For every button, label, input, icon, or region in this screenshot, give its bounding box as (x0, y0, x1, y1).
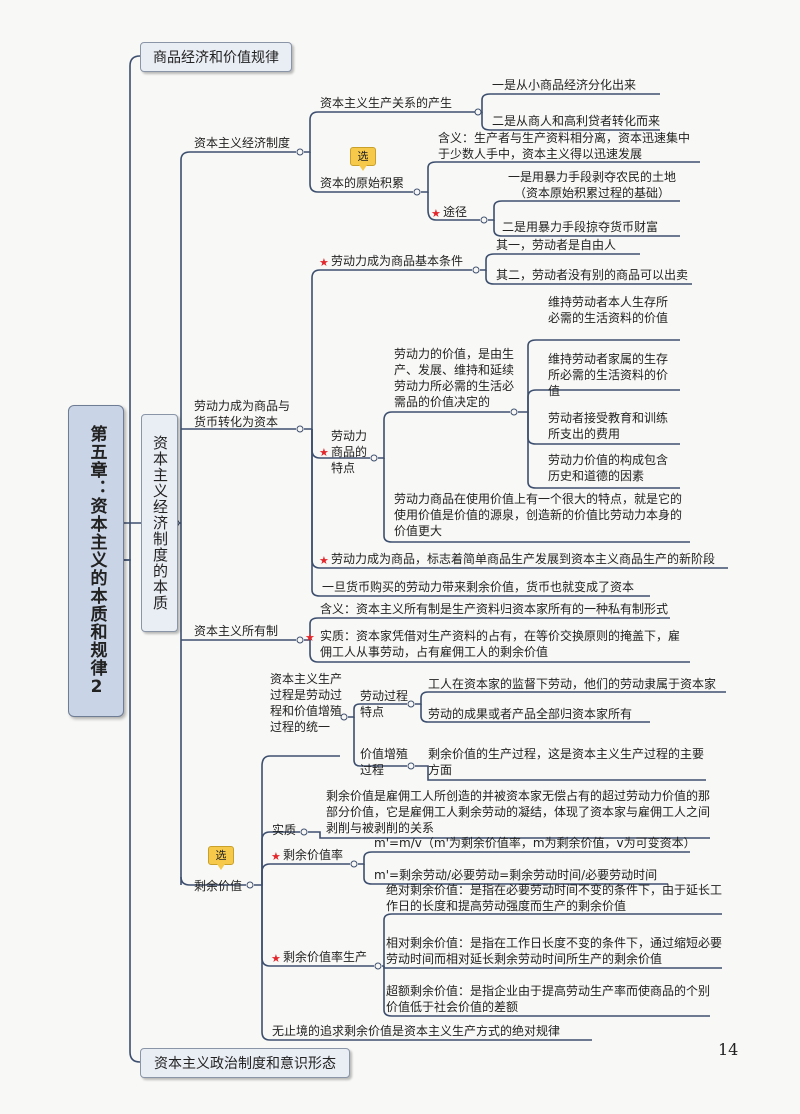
node-ways[interactable]: 途径 (443, 205, 468, 219)
star-icon: ★ (319, 446, 329, 459)
node-condition-2[interactable]: 其二，劳动者没有别的商品可以出卖 (496, 268, 689, 282)
node-ownership-essence[interactable]: 实质：资本家凭借对生产资料的占有，在等价交换原则的掩盖下，雇佣工人从事劳动，占有… (320, 629, 681, 659)
node-labor-power[interactable]: 劳动力成为商品与货币转化为资本 (194, 399, 291, 429)
topic-political-system[interactable]: 资本主义政治制度和意识形态 (140, 1048, 350, 1078)
node-way-2[interactable]: 二是用暴力手段掠夺货币财富 (502, 220, 659, 234)
page-number: 14 (718, 1040, 739, 1059)
topic-commodity-economy[interactable]: 商品经济和价值规律 (140, 42, 292, 72)
star-icon: ★ (319, 554, 329, 567)
node-condition-1[interactable]: 其一，劳动者是自由人 (496, 238, 617, 252)
node-valorization[interactable]: 价值增殖过程 (360, 747, 409, 777)
node-value-1[interactable]: 维持劳动者本人生存所必需的生活资料的价值 (548, 295, 669, 325)
node-relations[interactable]: 资本主义生产关系的产生 (320, 96, 453, 110)
node-valorization-text[interactable]: 剩余价值的生产过程，这是资本主义生产过程的主要方面 (428, 747, 705, 777)
root-topic[interactable]: 第五章：资本主义的本质和规律2 (68, 405, 124, 717)
node-value[interactable]: 劳动力的价值，是由生产、发展、维持和延续劳动力所必需的生活必需品的价值决定的 (394, 347, 515, 409)
node-absolute-surplus[interactable]: 绝对剩余价值：是指在必要劳动时间不变的条件下，由于延长工作日的长度和提高劳动强度… (386, 883, 723, 913)
node-excess-surplus[interactable]: 超额剩余价值：是指企业由于提高劳动生产率而使商品的个别价值低于社会价值的差额 (386, 984, 711, 1014)
node-rate-2[interactable]: m'=剩余劳动/必要劳动=剩余劳动时间/必要劳动时间 (374, 868, 658, 882)
star-icon: ★ (431, 207, 441, 220)
star-icon: ★ (319, 256, 329, 269)
node-value-4[interactable]: 劳动力价值的构成包含历史和道德的因素 (548, 453, 669, 483)
node-rate[interactable]: 剩余价值率 (283, 848, 344, 862)
star-icon: ★ (271, 850, 281, 863)
node-relations-2[interactable]: 二是从商人和高利贷者转化而来 (492, 114, 661, 128)
node-value-2[interactable]: 维持劳动者家属的生存所必需的生活资料的价值 (548, 352, 669, 398)
node-absolute-law[interactable]: 无止境的追求剩余价值是资本主义生产方式的绝对规律 (272, 1024, 561, 1038)
star-icon: ★ (305, 631, 315, 644)
node-surplus-value[interactable]: 剩余价值 (194, 879, 243, 893)
node-rate-1[interactable]: m'=m/v（m'为剩余价值率，m为剩余价值，v为可变资本） (374, 836, 696, 850)
select-tag: 选 (208, 846, 234, 870)
node-essence-text[interactable]: 剩余价值是雇佣工人所创造的并被资本家无偿占有的超过劳动力价值的那部分价值，它是雇… (326, 789, 711, 835)
node-ownership-meaning[interactable]: 含义：资本主义所有制是生产资料归资本家所有的一种私有制形式 (320, 602, 669, 616)
node-process[interactable]: 资本主义生产过程是劳动过程和价值增殖过程的统一 (270, 672, 343, 734)
node-value-3[interactable]: 劳动者接受教育和训练所支出的费用 (548, 411, 669, 441)
node-relative-surplus[interactable]: 相对剩余价值：是指在工作日长度不变的条件下，通过缩短必要劳动时间而相对延长剩余劳… (386, 936, 723, 966)
node-conditions[interactable]: 劳动力成为商品基本条件 (331, 254, 464, 268)
node-essence[interactable]: 实质 (272, 823, 297, 837)
node-use-value[interactable]: 劳动力商品在使用价值上有一个很大的特点，就是它的使用价值是价值的源泉，创造新的价… (394, 492, 683, 538)
node-labor-process-2[interactable]: 劳动的成果或者产品全部归资本家所有 (428, 707, 633, 721)
node-features[interactable]: 劳动力商品的特点 (331, 429, 368, 475)
node-accumulation-meaning[interactable]: 含义：生产者与生产资料相分离，资本迅速集中于少数人手中，资本主义得以迅速发展 (438, 131, 691, 161)
node-mark[interactable]: 劳动力成为商品，标志着简单商品生产发展到资本主义商品生产的新阶段 (331, 552, 716, 566)
node-labor-process[interactable]: 劳动过程特点 (360, 689, 409, 719)
node-economic-system[interactable]: 资本主义经济制度 (194, 136, 291, 150)
node-money[interactable]: 一旦货币购买的劳动力带来剩余价值，货币也就变成了资本 (322, 580, 635, 594)
node-relations-1[interactable]: 一是从小商品经济分化出来 (492, 78, 637, 92)
node-way-1[interactable]: 一是用暴力手段剥夺农民的土地（资本原始积累过程的基础） (507, 170, 676, 200)
node-ownership[interactable]: 资本主义所有制 (194, 624, 279, 638)
node-accumulation[interactable]: 资本的原始积累 (320, 176, 405, 190)
node-labor-process-1[interactable]: 工人在资本家的监督下劳动，他们的劳动隶属于资本家 (428, 677, 717, 691)
star-icon: ★ (271, 952, 281, 965)
topic-capitalist-economy[interactable]: 资本主义经济制度的本质 (141, 414, 178, 632)
node-rate-production[interactable]: 剩余价值率生产 (283, 950, 368, 964)
select-tag: 选 (350, 147, 376, 171)
